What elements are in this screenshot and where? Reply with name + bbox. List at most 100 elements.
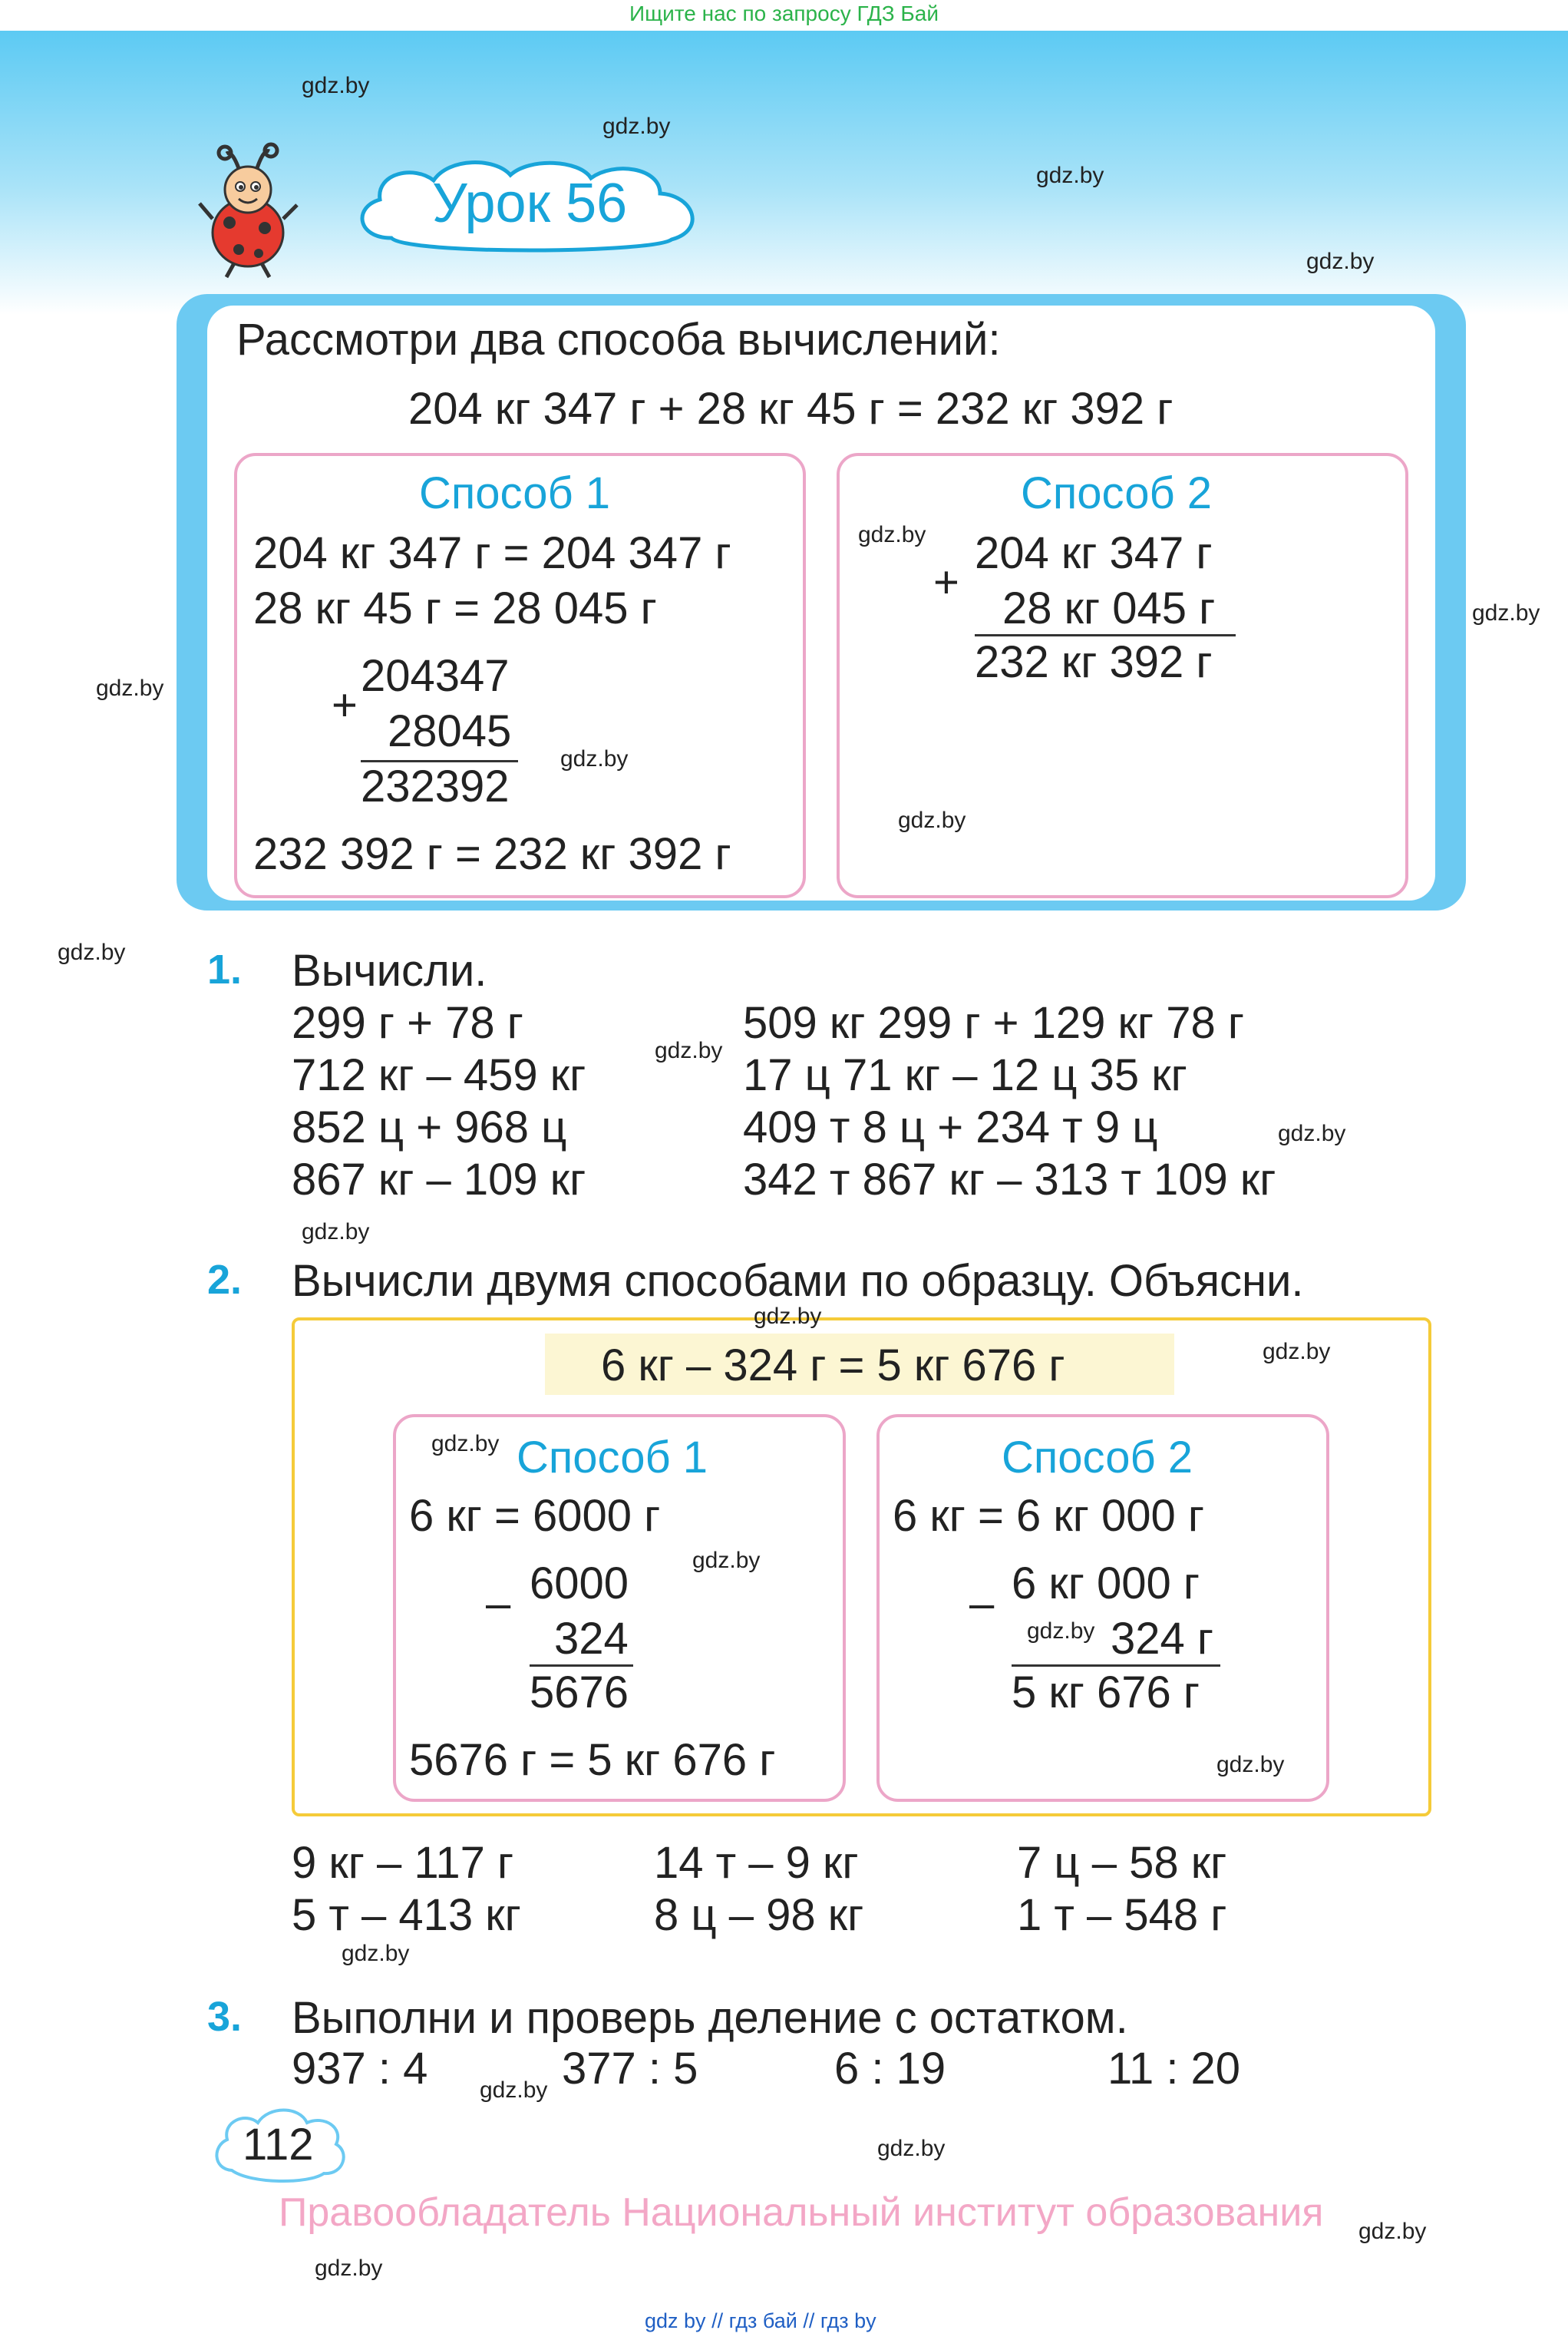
watermark: gdz.by (96, 676, 164, 701)
task2-sample-equation: 6 кг – 324 г = 5 кг 676 г (601, 1340, 1065, 1390)
task2-sample-frame (292, 1317, 1431, 1816)
task2-method2-sign: – (969, 1578, 995, 1628)
task2-method1-line1: 6 кг = 6000 г (409, 1491, 661, 1541)
intro-method2-op1: 204 кг 347 г (975, 528, 1213, 578)
lesson-title: Урок 56 (432, 173, 628, 234)
task1-number: 1. (207, 947, 243, 993)
watermark: gdz.by (655, 1038, 723, 1063)
task2-method1-op1: 6000 (530, 1558, 629, 1608)
intro-method2-box (837, 453, 1408, 898)
watermark: gdz.by (898, 808, 966, 833)
task2-method2-op2: 324 г (1111, 1614, 1214, 1664)
intro-title: Рассмотри два способа вычислений: (236, 315, 1001, 365)
task1-right-2: 17 ц 71 кг – 12 ц 35 кг (743, 1050, 1187, 1100)
search-note: Ищите нас по запросу ГДЗ Бай (629, 2, 939, 25)
task3-item-2: 377 : 5 (562, 2044, 698, 2094)
task2-exercise-6: 1 т – 548 г (1017, 1890, 1227, 1940)
task1-title: Вычисли. (292, 946, 487, 996)
watermark: gdz.by (302, 1219, 370, 1244)
page-number-cloud-icon (215, 2108, 345, 2183)
task2-exercise-1: 9 кг – 117 г (292, 1838, 514, 1888)
ladybug-mascot-icon (198, 142, 299, 279)
intro-equation: 204 кг 347 г + 28 кг 45 г = 232 кг 392 г (408, 384, 1174, 434)
intro-method2-sign: + (933, 557, 959, 607)
footer-sep-1: // (711, 2309, 724, 2332)
task2-method2-line1: 6 кг = 6 кг 000 г (893, 1491, 1205, 1541)
watermark: gdz.by (858, 522, 926, 547)
lesson-cloud-icon (360, 160, 695, 253)
intro-method1-op1: 204347 (361, 651, 510, 701)
task2-exercise-3: 14 т – 9 кг (654, 1838, 859, 1888)
task1-left-3: 852 ц + 968 ц (292, 1102, 567, 1152)
intro-method1-res: 232392 (361, 762, 510, 811)
watermark: gdz.by (1278, 1121, 1346, 1146)
task2-title: Вычисли двумя способами по образцу. Объя… (292, 1256, 1304, 1306)
task2-method1-box (393, 1414, 846, 1802)
intro-method2-rule (975, 634, 1236, 636)
footer-links: gdz by // гдз бай // гдз by (645, 2309, 876, 2333)
task3-item-3: 6 : 19 (834, 2044, 946, 2094)
watermark: gdz.by (58, 940, 126, 965)
watermark: gdz.by (1027, 1618, 1095, 1644)
footer-link-3[interactable]: гдз by (820, 2309, 876, 2332)
watermark: gdz.by (602, 114, 671, 139)
intro-method1-title: Способ 1 (419, 468, 611, 518)
watermark: gdz.by (480, 2077, 548, 2103)
watermark: gdz.by (1263, 1339, 1331, 1364)
watermark: gdz.by (1216, 1752, 1285, 1777)
footer-sep-2: // (803, 2309, 815, 2332)
footer-link-1[interactable]: gdz by (645, 2309, 706, 2332)
watermark: gdz.by (315, 2256, 383, 2281)
task2-method2-title: Способ 2 (1002, 1433, 1193, 1482)
task1-right-4: 342 т 867 кг – 313 т 109 кг (743, 1155, 1276, 1205)
task2-method1-title: Способ 1 (517, 1433, 708, 1482)
watermark: gdz.by (1472, 600, 1540, 626)
task1-left-4: 867 кг – 109 кг (292, 1155, 586, 1205)
intro-method1-line1: 204 кг 347 г = 204 347 г (253, 528, 731, 578)
intro-method1-rule (361, 760, 518, 762)
watermark: gdz.by (1036, 163, 1104, 188)
task1-left-2: 712 кг – 459 кг (292, 1050, 586, 1100)
task2-sample-highlight (545, 1334, 1174, 1395)
task1-right-3: 409 т 8 ц + 234 т 9 ц (743, 1102, 1158, 1152)
task1-left-1: 299 г + 78 г (292, 998, 523, 1048)
footer-link-2[interactable]: гдз бай (728, 2309, 797, 2332)
watermark: gdz.by (302, 73, 370, 98)
task2-method1-op2: 324 (554, 1614, 629, 1664)
watermark: gdz.by (692, 1548, 761, 1573)
task2-method2-box (876, 1414, 1329, 1802)
task2-method2-op1: 6 кг 000 г (1012, 1558, 1200, 1608)
task2-method1-rule (530, 1664, 633, 1667)
watermark: gdz.by (877, 2136, 946, 2161)
watermark: gdz.by (754, 1304, 822, 1329)
watermark: gdz.by (431, 1431, 500, 1456)
task3-number: 3. (207, 1994, 243, 2040)
intro-method2-op2: 28 кг 045 г (1002, 583, 1216, 633)
rights-holder: Правообладатель Национальный институт об… (279, 2190, 1324, 2235)
task2-exercise-5: 7 ц – 58 кг (1017, 1838, 1227, 1888)
task2-method1-res: 5676 (530, 1667, 629, 1717)
page-number: 112 (243, 2120, 314, 2170)
intro-method1-sign: + (332, 680, 358, 730)
task2-number: 2. (207, 1257, 243, 1303)
task1-right-1: 509 кг 299 г + 129 кг 78 г (743, 998, 1244, 1048)
task3-title: Выполни и проверь деление с остатком. (292, 1993, 1128, 2043)
watermark: gdz.by (1358, 2219, 1427, 2244)
task2-method1-sign: – (486, 1578, 511, 1628)
intro-method1-op2: 28045 (388, 706, 512, 756)
watermark: gdz.by (560, 746, 629, 772)
watermark: gdz.by (1306, 249, 1375, 274)
intro-method1-line2: 28 кг 45 г = 28 045 г (253, 583, 657, 633)
task2-method2-res: 5 кг 676 г (1012, 1667, 1200, 1717)
task2-method2-rule (1012, 1664, 1220, 1667)
watermark: gdz.by (342, 1941, 410, 1966)
intro-method1-conclusion: 232 392 г = 232 кг 392 г (253, 829, 731, 879)
task2-exercise-2: 5 т – 413 кг (292, 1890, 521, 1940)
task2-exercise-4: 8 ц – 98 кг (654, 1890, 864, 1940)
task3-item-1: 937 : 4 (292, 2044, 428, 2094)
task3-item-4: 11 : 20 (1108, 2044, 1241, 2094)
intro-method2-title: Способ 2 (1021, 468, 1213, 518)
intro-method1-box (234, 453, 806, 898)
task2-method1-conclusion: 5676 г = 5 кг 676 г (409, 1735, 776, 1785)
intro-method2-res: 232 кг 392 г (975, 637, 1213, 687)
